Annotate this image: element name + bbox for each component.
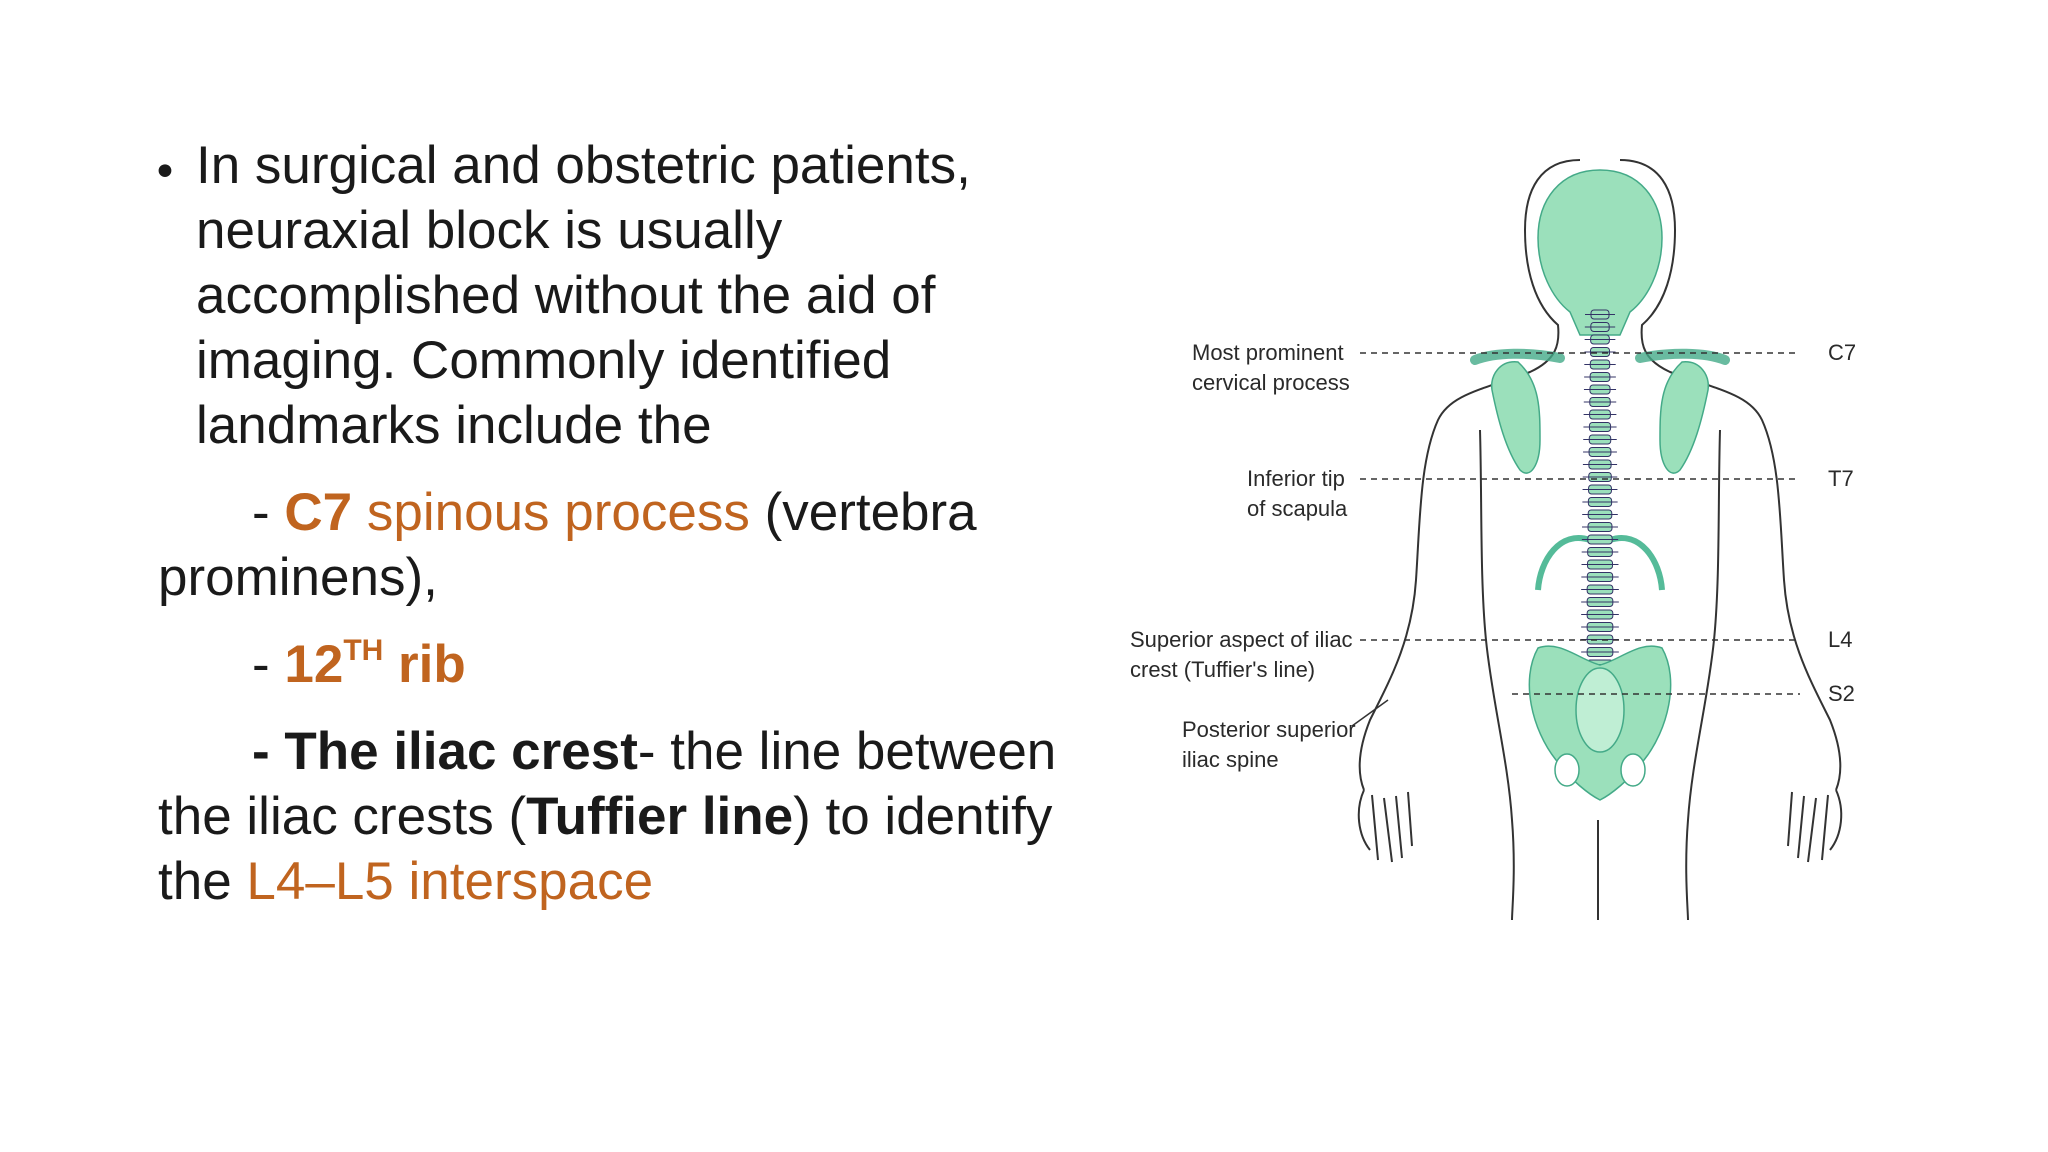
left-scapula — [1491, 361, 1541, 474]
iliac-crest-lead: - The iliac crest — [252, 722, 638, 781]
tuffier-line-term: Tuffier line — [526, 787, 794, 846]
lower-rib-right — [1609, 535, 1665, 591]
space — [352, 483, 367, 542]
lower-rib-left — [1535, 535, 1591, 591]
label-t7-right: T7 — [1828, 466, 1854, 491]
text-part: the — [158, 852, 247, 911]
spinous-process-term: spinous process — [366, 483, 750, 542]
intro-line-5: landmarks include the — [196, 396, 712, 455]
intro-line-1: In surgical and obstetric patients, — [196, 136, 971, 195]
landmark-c7: - C7 spinous process (vertebra — [252, 480, 977, 545]
bullet-point: • — [152, 147, 178, 198]
vertebra-text: (vertebra — [749, 483, 977, 542]
rib-word: rib — [383, 635, 466, 694]
left-obturator — [1554, 753, 1580, 787]
rib-superscript: TH — [343, 634, 384, 667]
label-s2-line1: Posterior superior — [1182, 717, 1356, 742]
l4-l5-interspace-term: L4–L5 interspace — [246, 852, 654, 911]
left-clavicle — [1470, 348, 1565, 365]
vertebral-column — [1581, 309, 1619, 682]
intro-line-3: accomplished without the aid of — [196, 266, 936, 325]
right-obturator — [1620, 753, 1646, 787]
psis-pointer — [1351, 699, 1389, 727]
intro-line-4: imaging. Commonly identified — [196, 331, 892, 390]
right-clavicle — [1635, 348, 1730, 365]
iliac-crest-rest: - the line between — [637, 722, 1057, 781]
label-c7-line1: Most prominent — [1192, 340, 1344, 365]
dash: - — [252, 635, 285, 694]
body-outline — [1357, 159, 1843, 921]
right-scapula — [1659, 361, 1709, 474]
sacrum — [1575, 667, 1625, 753]
landmark-c7-line2: prominens), — [158, 548, 438, 607]
label-s2-line2: iliac spine — [1182, 747, 1279, 772]
label-l4-line1: Superior aspect of iliac — [1130, 627, 1353, 652]
label-c7-line2: cervical process — [1192, 370, 1350, 395]
c7-label: C7 — [284, 483, 353, 542]
dash: - — [252, 483, 285, 542]
label-l4-right: L4 — [1828, 627, 1852, 652]
text-part: the iliac crests ( — [158, 787, 527, 846]
intro-line-2: neuraxial block is usually — [196, 201, 783, 260]
landmark-lines — [1360, 352, 1800, 695]
landmark-iliac-crest: - The iliac crest- the line between — [252, 719, 1056, 784]
rib-number: 12 — [284, 635, 344, 694]
label-t7-line2: of scapula — [1247, 496, 1348, 521]
label-s2-right: S2 — [1828, 681, 1855, 706]
spine-landmarks-figure: Most prominent cervical process Inferior… — [1130, 159, 1856, 921]
label-t7-line1: Inferior tip — [1247, 466, 1345, 491]
label-c7-right: C7 — [1828, 340, 1856, 365]
landmark-iliac-crest-line2: the iliac crests (Tuffier line) to ident… — [158, 784, 1052, 849]
landmark-iliac-crest-line3: the L4–L5 interspace — [158, 849, 653, 914]
text-part: ) to identify — [793, 787, 1053, 846]
label-l4-line2: crest (Tuffier's line) — [1130, 657, 1315, 682]
landmark-12th-rib: - 12TH rib — [252, 632, 466, 697]
